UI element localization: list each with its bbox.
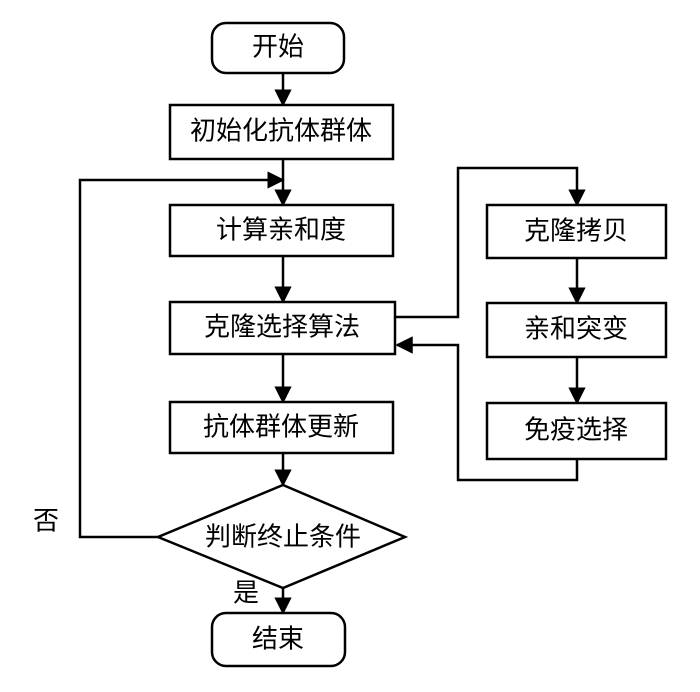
node-clone-copy-label: 克隆拷贝 <box>524 217 628 247</box>
node-start-label: 开始 <box>252 33 304 63</box>
edge-label-no: 否 <box>33 507 59 537</box>
node-init-label: 初始化抗体群体 <box>190 117 372 147</box>
node-decision-label: 判断终止条件 <box>205 523 361 553</box>
node-end-label: 结束 <box>252 625 304 655</box>
node-decision: 判断终止条件 <box>154 483 409 590</box>
node-start: 开始 <box>210 21 346 75</box>
node-immune-select: 免疫选择 <box>485 401 668 461</box>
node-immune-select-label: 免疫选择 <box>524 416 628 446</box>
connectors <box>78 73 586 615</box>
node-clone-copy: 克隆拷贝 <box>485 203 668 260</box>
loop-no-back-to-affinity <box>78 171 285 539</box>
node-clonal-select-label: 克隆选择算法 <box>204 313 360 343</box>
node-update: 抗体群体更新 <box>168 400 395 455</box>
node-affinity-mutation: 亲和突变 <box>485 301 668 359</box>
edge-label-yes: 是 <box>233 579 259 609</box>
arrow-immune-select-back-to-clonal <box>395 336 579 482</box>
node-end: 结束 <box>210 611 347 668</box>
node-affinity-mutation-label: 亲和突变 <box>524 315 628 345</box>
node-update-label: 抗体群体更新 <box>203 413 359 443</box>
node-affinity: 计算亲和度 <box>168 203 395 258</box>
node-init: 初始化抗体群体 <box>168 103 395 161</box>
node-affinity-label: 计算亲和度 <box>216 216 346 246</box>
node-clonal-select: 克隆选择算法 <box>168 300 397 356</box>
arrow-clonal-to-clone-copy <box>395 166 586 319</box>
